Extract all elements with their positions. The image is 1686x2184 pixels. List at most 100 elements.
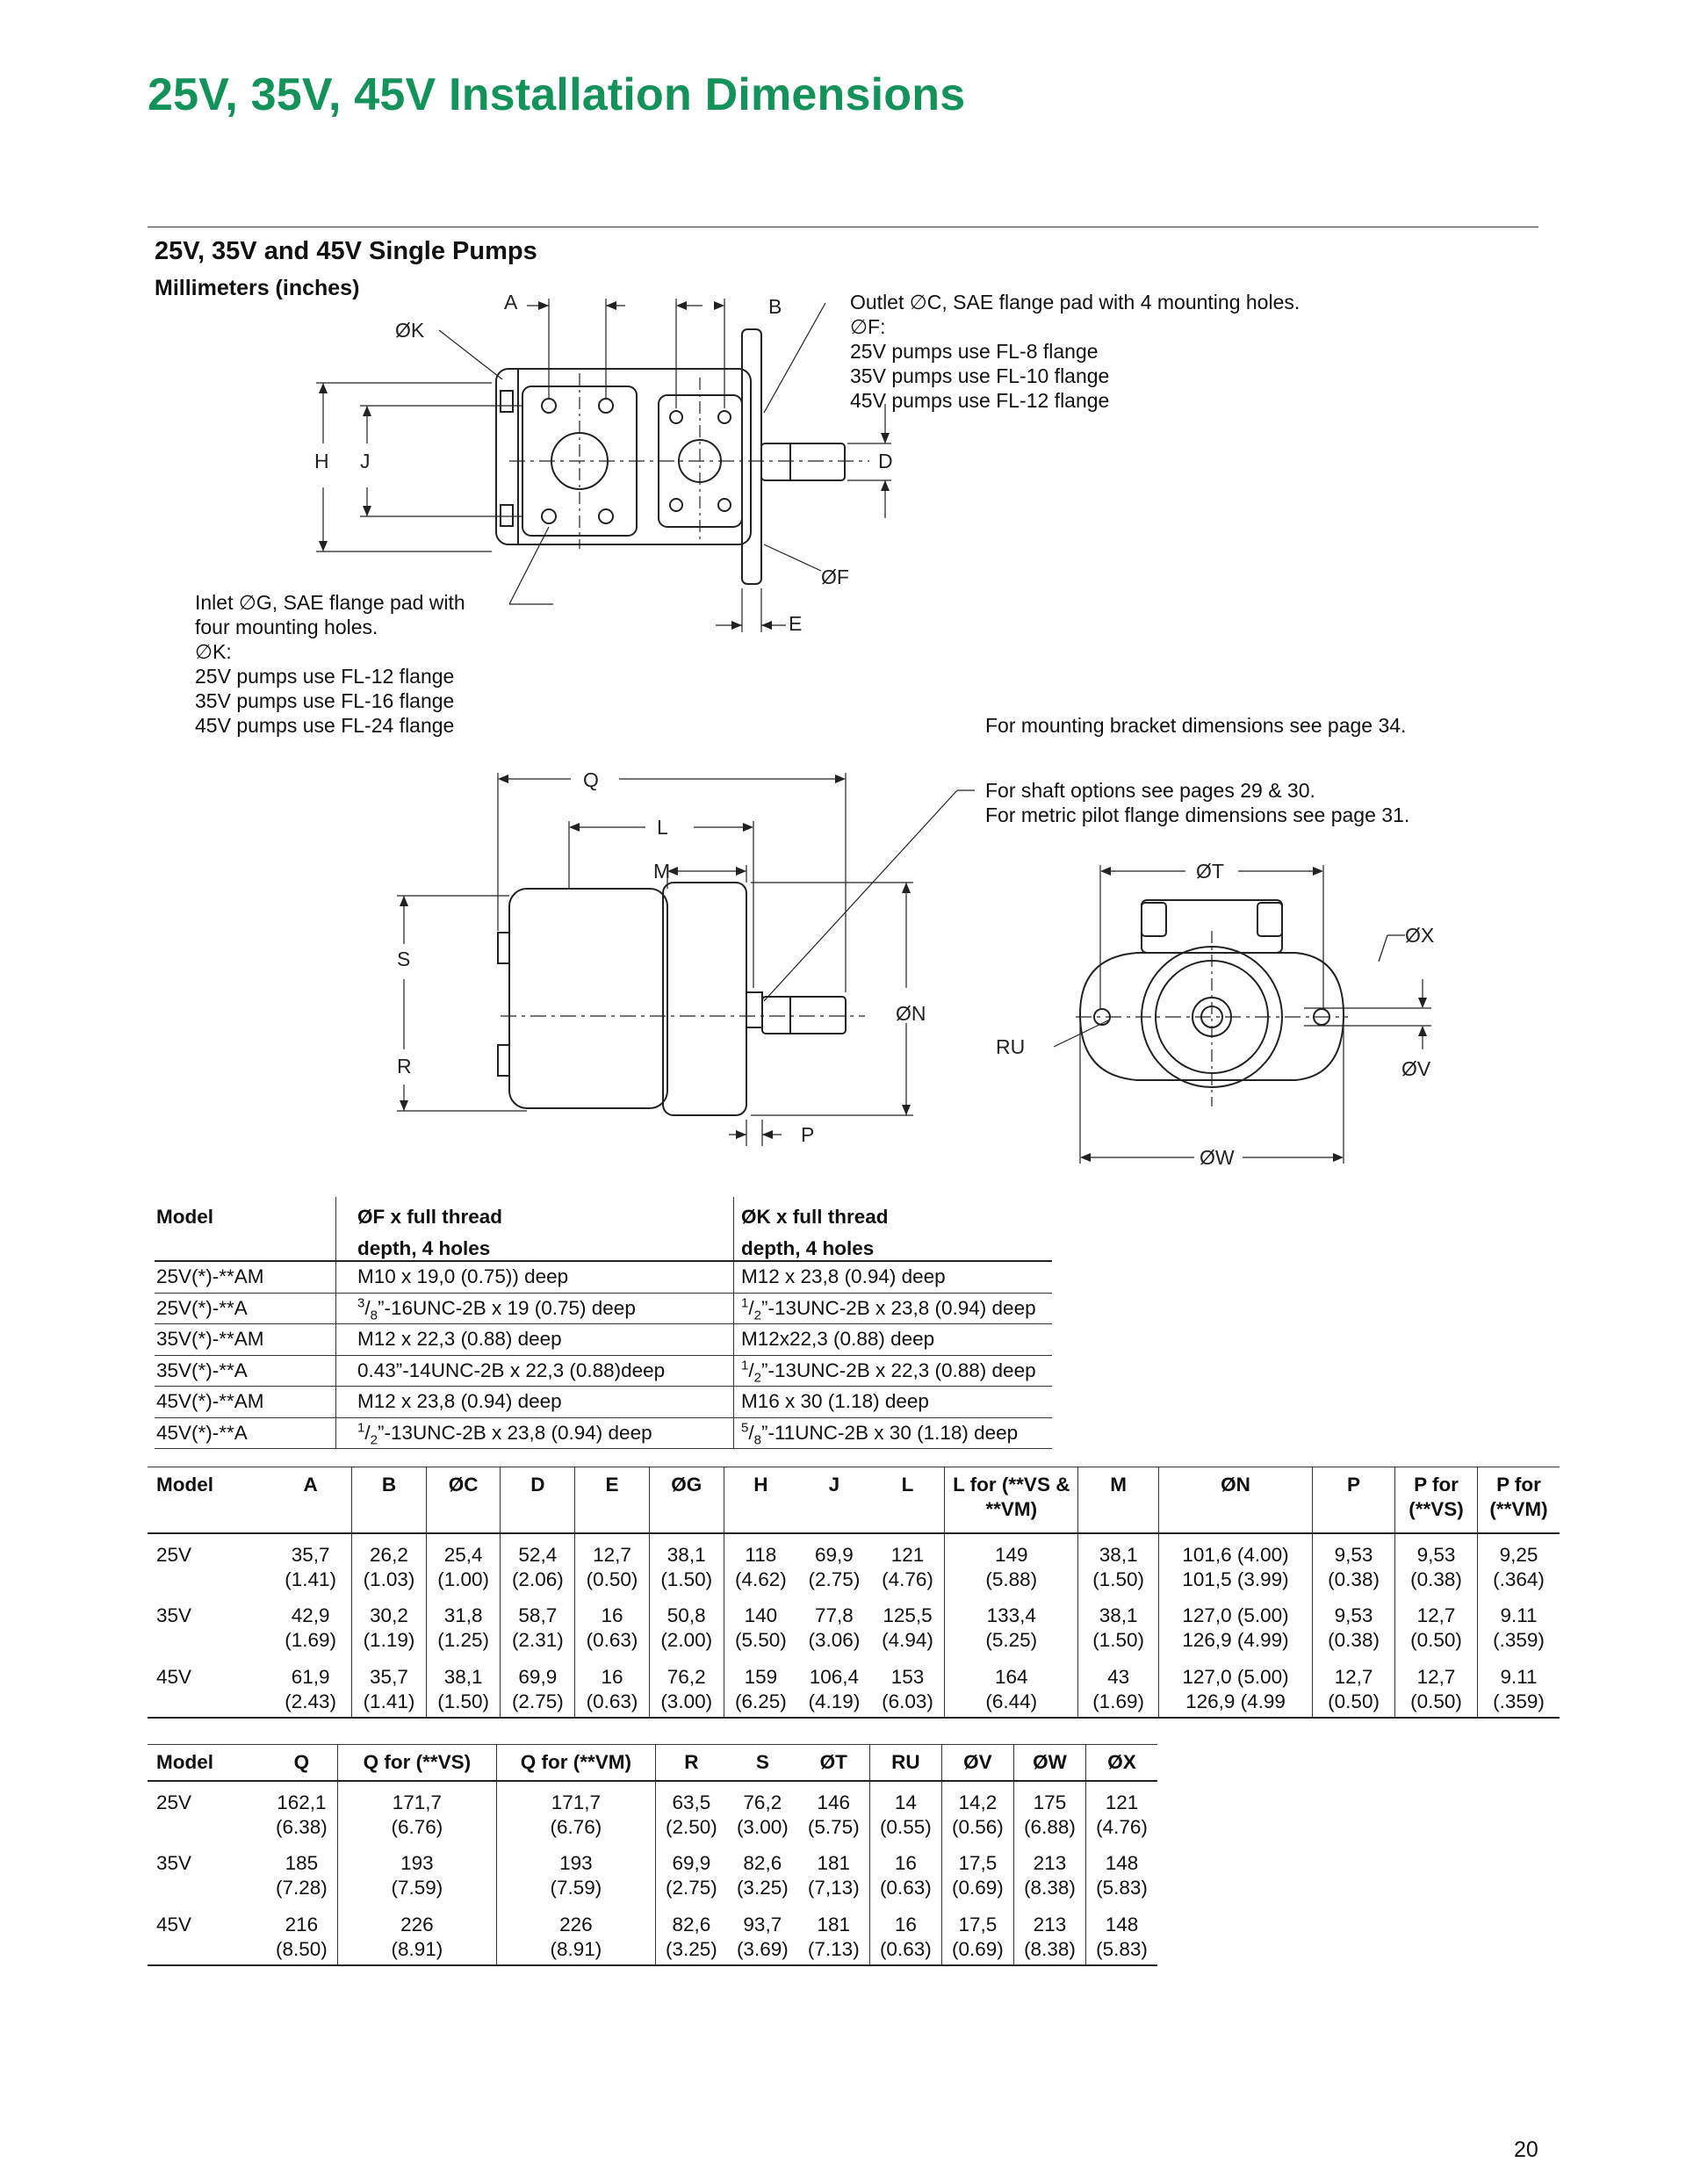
thread-header-model: Model <box>155 1197 336 1229</box>
qx_table-value-cell: 175(6.88) <box>1013 1781 1086 1842</box>
dim-label-t: ØT <box>1196 860 1224 883</box>
dims_table-value-cell: 9,53(0.38) <box>1312 1533 1396 1595</box>
pump-end-view <box>1053 865 1431 1164</box>
dims_table-header-0: Model <box>156 1474 213 1496</box>
dims_table-value-cell: 26,2(1.03) <box>351 1533 427 1595</box>
dim-label-n: ØN <box>896 1002 926 1025</box>
thread-k-cell: 1/2”-13UNC-2B x 22,3 (0.88) deep <box>733 1355 1052 1387</box>
qx_table-header-8: ØV <box>941 1744 1014 1781</box>
qx_table-value-cell: 14(0.55) <box>869 1781 942 1842</box>
dims_table-header-7: H <box>753 1474 768 1496</box>
qx_table-value-cell: 69,9(2.75) <box>665 1852 717 1899</box>
dims_table-value-cell: 9.11(.359) <box>1493 1666 1545 1712</box>
qx_table-value-cell: 213(8.38) <box>1013 1842 1086 1904</box>
inlet-note: Inlet ∅G, SAE flange pad with four mount… <box>195 591 465 737</box>
dims_table-model-cell: 25V <box>156 1544 192 1566</box>
thread-model-cell: 35V(*)-**AM <box>155 1323 336 1356</box>
dim-label-v: ØV <box>1401 1057 1431 1080</box>
dims_table-value-cell: 12,7(0.50) <box>1312 1656 1396 1718</box>
qx_table-value-cell: 171,7(6.76) <box>496 1781 656 1842</box>
dims_table-value-cell: 38,1(1.50) <box>426 1656 501 1718</box>
qx_table-header-5: S <box>755 1751 769 1773</box>
dims_table-header-11: M <box>1077 1467 1159 1533</box>
pump-top-view <box>316 299 891 632</box>
dim-label-e: E <box>789 612 802 635</box>
qx_table-model-cell: 25V <box>156 1791 192 1813</box>
dims_table-value-cell: 133,4(5.25) <box>944 1595 1079 1656</box>
bracket-note: For mounting bracket dimensions see page… <box>985 714 1407 737</box>
section-subtitle: 25V, 35V and 45V Single Pumps <box>155 237 537 265</box>
qx_table-value-cell: 121(4.76) <box>1096 1791 1148 1838</box>
dims_table-value-cell: 61,9(2.43) <box>270 1656 353 1718</box>
page-title: 25V, 35V, 45V Installation Dimensions <box>148 69 966 120</box>
thread-k-cell: M12x22,3 (0.88) deep <box>733 1323 1052 1356</box>
dims_table-value-cell: 31,8(1.25) <box>426 1595 501 1656</box>
dims_table-header-8: J <box>828 1474 840 1496</box>
dim-label-l: L <box>657 816 668 839</box>
dims_table-header-10: L for (**VS & **VM) <box>944 1467 1079 1533</box>
dim-label-j: J <box>360 450 371 472</box>
dims_table-header-4: D <box>500 1467 576 1533</box>
dims_table-value-cell: 35,7(1.41) <box>270 1533 353 1595</box>
dim-label-w: ØW <box>1200 1146 1235 1169</box>
qx_table-value-cell: 14,2(0.56) <box>941 1781 1014 1842</box>
dims_table-value-cell: 25,4(1.00) <box>426 1533 501 1595</box>
dims_table-value-cell: 121(4.76) <box>870 1533 946 1595</box>
qx_table-value-cell: 193(7.59) <box>337 1842 497 1904</box>
qx_table-value-cell: 162,1(6.38) <box>265 1781 338 1842</box>
qx_table-header-0: Model <box>156 1751 213 1773</box>
dims_table-value-cell: 101,6 (4.00)101,5 (3.99) <box>1158 1533 1314 1595</box>
qx_table-header-3: Q for (**VM) <box>496 1744 656 1781</box>
dims_table-value-cell: 149(5.88) <box>944 1533 1079 1595</box>
dims_table-value-cell: 42,9(1.69) <box>270 1595 353 1656</box>
dims_table-value-cell: 38,1(1.50) <box>1077 1533 1159 1595</box>
qx_table-value-cell: 63,5(2.50) <box>665 1791 717 1838</box>
dims_table-value-cell: 118(4.62) <box>734 1544 787 1590</box>
dim-label-p: P <box>801 1123 814 1146</box>
qx_table-value-cell: 146(5.75) <box>797 1781 870 1842</box>
dims_table-value-cell: 9,53(0.38) <box>1394 1533 1479 1595</box>
dims_table-value-cell: 43(1.69) <box>1077 1656 1159 1718</box>
qx_table-header-1: Q <box>265 1744 338 1781</box>
thread-f-cell: M10 x 19,0 (0.75)) deep <box>335 1261 734 1294</box>
dims_table-value-cell: 16(0.63) <box>574 1595 650 1656</box>
thread-header-k: ØK x full thread <box>741 1206 889 1228</box>
dims_table-value-cell: 58,7(2.31) <box>500 1595 576 1656</box>
dims_table-header-1: A <box>270 1467 353 1533</box>
qx_table-value-cell: 148(5.83) <box>1096 1914 1148 1960</box>
dims_table-value-cell: 127,0 (5.00)126,9 (4.99 <box>1158 1656 1314 1718</box>
qx_table-value-cell: 226(8.91) <box>496 1904 656 1965</box>
dim-label-x: ØX <box>1405 924 1434 947</box>
thread-f-cell: 3/8”-16UNC-2B x 19 (0.75) deep <box>335 1293 734 1324</box>
dims_table-header-9: L <box>870 1467 946 1533</box>
dims_table-value-cell: 50,8(2.00) <box>649 1595 724 1656</box>
dims_table-value-cell: 30,2(1.19) <box>351 1595 427 1656</box>
dims_table-header-6: ØG <box>649 1467 724 1533</box>
thread-k-cell: M12 x 23,8 (0.94) deep <box>733 1261 1052 1294</box>
dim-label-m: M <box>653 860 670 883</box>
dims_table-value-cell: 77,8(3.06) <box>808 1604 861 1651</box>
qx_table-header-2: Q for (**VS) <box>337 1744 497 1781</box>
dims_table-value-cell: 69,9(2.75) <box>500 1656 576 1718</box>
qx_table-value-cell: 213(8.38) <box>1013 1904 1086 1965</box>
dims_table-value-cell: 69,9(2.75) <box>808 1544 861 1590</box>
qx_table-value-cell: 93,7(3.69) <box>736 1914 789 1960</box>
dims_table-value-cell: 127,0 (5.00)126,9 (4.99) <box>1158 1595 1314 1656</box>
thread-model-cell: 45V(*)-**A <box>155 1417 336 1449</box>
thread-model-cell: 25V(*)-**AM <box>155 1261 336 1294</box>
dims_table-value-cell: 9,25(.364) <box>1493 1544 1545 1590</box>
qx_table-value-cell: 148(5.83) <box>1096 1852 1148 1899</box>
dims_table-value-cell: 9.11(.359) <box>1493 1604 1545 1651</box>
dim-label-r: R <box>397 1055 412 1078</box>
thread-model-cell: 25V(*)-**A <box>155 1293 336 1324</box>
page-number: 20 <box>1514 2137 1538 2162</box>
pump-side-view <box>397 773 975 1146</box>
qx_table-value-cell: 76,2(3.00) <box>736 1791 789 1838</box>
